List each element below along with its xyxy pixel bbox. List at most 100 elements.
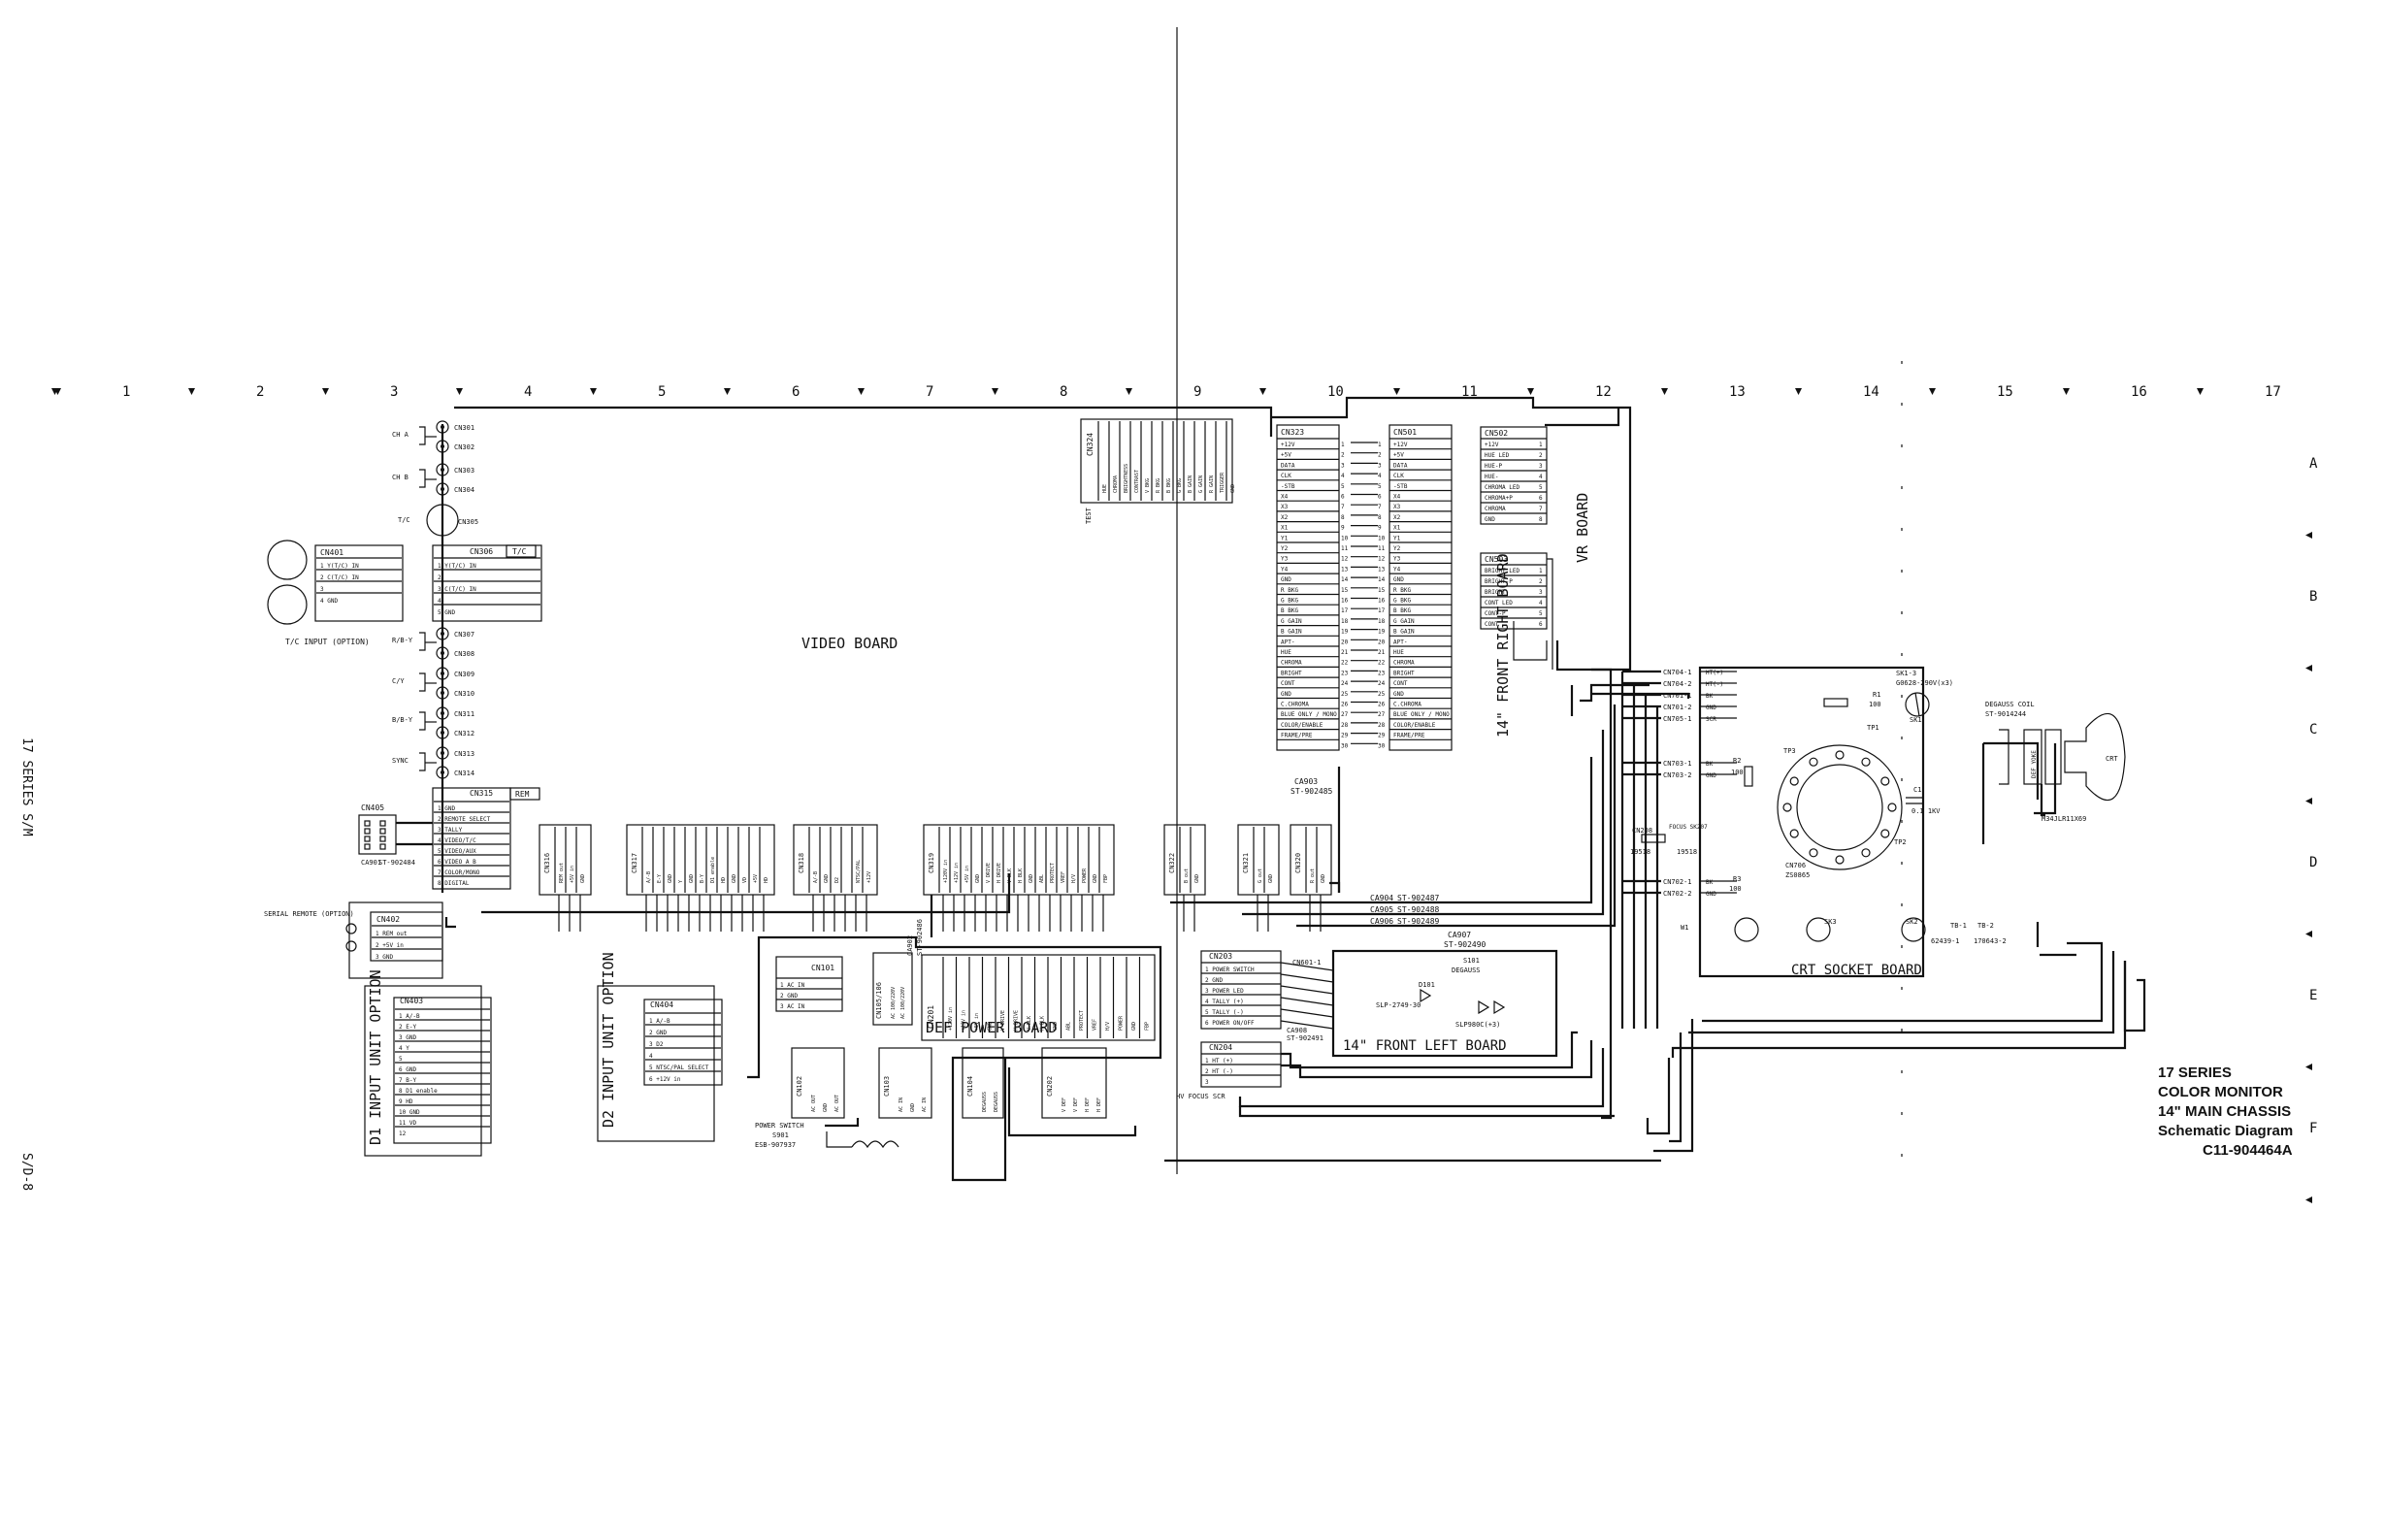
CN323-pin-number: 23 [1341, 670, 1349, 676]
sk3-label: SK3 [1824, 918, 1837, 926]
row-connector-name: CN321 [1242, 853, 1250, 873]
cn203-pin: 3 POWER LED [1205, 988, 1244, 995]
crt-connector-label: CN702-1 [1663, 878, 1692, 886]
cn403-pin: 4 Y [399, 1045, 409, 1052]
vr-board-line [1545, 408, 1620, 427]
title-line-4: Schematic Diagram [2158, 1123, 2293, 1139]
wire [1280, 962, 1334, 971]
title-line-2: COLOR MONITOR [2158, 1084, 2283, 1100]
cn401-pin: 3 [320, 586, 324, 593]
def-low-connector-pin: H DEF [1096, 1098, 1102, 1112]
cn315-pin: 4 VIDEO/T/C [438, 837, 476, 844]
cable-label: CA905 [1370, 905, 1393, 914]
crt-wire-label: GND [1706, 891, 1716, 898]
row-connector-pin: Y [678, 880, 684, 883]
grid-row-label: B [2309, 589, 2317, 605]
cn101-name: CN101 [811, 964, 834, 972]
CN501-pin: B BKG [1393, 607, 1411, 614]
bnc-jack-label: CN309 [454, 671, 474, 678]
CN502-box [1480, 426, 1548, 525]
title-line-1: 17 SERIES [2158, 1065, 2232, 1081]
row-connector-pin: A/-B [646, 871, 652, 883]
row-connector-pin: D1 enable [710, 857, 716, 883]
CN501-pin: FRAME/PRE [1393, 733, 1425, 739]
grid-column-label: 8 [1060, 384, 1067, 400]
CN501-pin: DATA [1393, 462, 1408, 469]
CN503-pin: CONT [1485, 621, 1499, 628]
CN323-pin-number: 6 [1341, 494, 1345, 501]
CN501-pin: +12V [1393, 442, 1408, 448]
cn203-pin: 1 POWER SWITCH [1205, 967, 1255, 973]
wire [1280, 1020, 1334, 1030]
cn306-box [432, 544, 542, 622]
CN503-pin-number: 1 [1539, 568, 1543, 574]
CN501-pin: -STB [1393, 483, 1408, 490]
cn601-label: CN601-1 [1292, 959, 1322, 967]
r1-label: R1 [1873, 691, 1880, 699]
cn315-name: CN315 [470, 789, 493, 798]
bracket [419, 426, 426, 445]
CN502-pin-number: 4 [1539, 474, 1543, 480]
row-connector-pin: GND [1194, 874, 1200, 883]
d101-label: D101 [1419, 981, 1435, 989]
switch-symbol-icon [851, 1140, 899, 1149]
cn401-name: CN401 [320, 548, 343, 557]
grid-tick-icon [992, 388, 998, 395]
wire [1281, 1031, 1578, 1069]
CN501-box [1389, 424, 1453, 751]
r3-value: 100 [1729, 885, 1742, 893]
CN501-pin-number: 11 [1378, 545, 1386, 552]
row-connector-name: CN319 [928, 853, 935, 873]
CN501-pin: CHROMA [1393, 660, 1415, 667]
CN501-pin: R BKG [1393, 587, 1411, 594]
bracket [419, 469, 426, 488]
crt-wire-label: BK [1706, 761, 1714, 768]
ca901-part: ST-902484 [378, 859, 415, 867]
CN323-pin-number: 15 [1341, 587, 1349, 594]
row-connector-box [923, 824, 1115, 896]
pin-icon [379, 843, 386, 850]
def-low-connector-pin: H DEF [1085, 1098, 1091, 1112]
sk1-ref: SK1 [1910, 716, 1922, 724]
CN501-pin: APT- [1393, 639, 1407, 645]
CN323-name: CN323 [1281, 428, 1304, 437]
crt-wire-label: HT(+) [1706, 670, 1723, 676]
cn208-label: CN208 [1632, 827, 1652, 835]
CN501-pin: X2 [1393, 514, 1401, 521]
cn324-pin: R BKG [1156, 478, 1161, 493]
r1-value: 100 [1869, 701, 1881, 708]
cn401-pin: 2 C(T/C) IN [320, 574, 359, 581]
def-power-board-outline [747, 976, 761, 1079]
cn204-pin: 1 HT (+) [1205, 1058, 1233, 1065]
socket-pin-icon [1887, 803, 1897, 812]
grid-tick-icon [1795, 388, 1802, 395]
CN323-box [1276, 424, 1340, 751]
grid-column-label: 15 [1997, 384, 2013, 400]
CN501-pin-number: 10 [1378, 535, 1386, 541]
CN323-pin-number: 28 [1341, 722, 1349, 729]
resistor-icon [1641, 834, 1666, 843]
def-low-connector-pin: AC IN [922, 1098, 928, 1112]
wire [2040, 784, 2045, 817]
pin-icon [379, 828, 386, 835]
degauss-coil-part: ST-9014244 [1985, 710, 2026, 718]
wire [1280, 997, 1334, 1006]
wire [1646, 1058, 1671, 1135]
crt-label: CRT [2106, 755, 2118, 763]
CN323-pin: FRAME/PRE [1281, 733, 1313, 739]
input-label: B/B-Y [392, 716, 413, 724]
def-low-connector-pin: GND [823, 1103, 829, 1112]
CN501-pin: X1 [1393, 525, 1401, 532]
crt-wire-label: GND [1706, 704, 1716, 711]
row-connector-pin: ABL [1039, 874, 1045, 883]
d2-input-label: D2 INPUT UNIT OPTION [600, 952, 617, 1128]
CN502-pin: +12V [1485, 442, 1499, 448]
CN323-pin-number: 22 [1341, 660, 1349, 667]
grid-tick-icon [51, 388, 58, 395]
CN503-pin-number: 3 [1539, 589, 1543, 596]
CN323-pin: R BKG [1281, 587, 1298, 594]
